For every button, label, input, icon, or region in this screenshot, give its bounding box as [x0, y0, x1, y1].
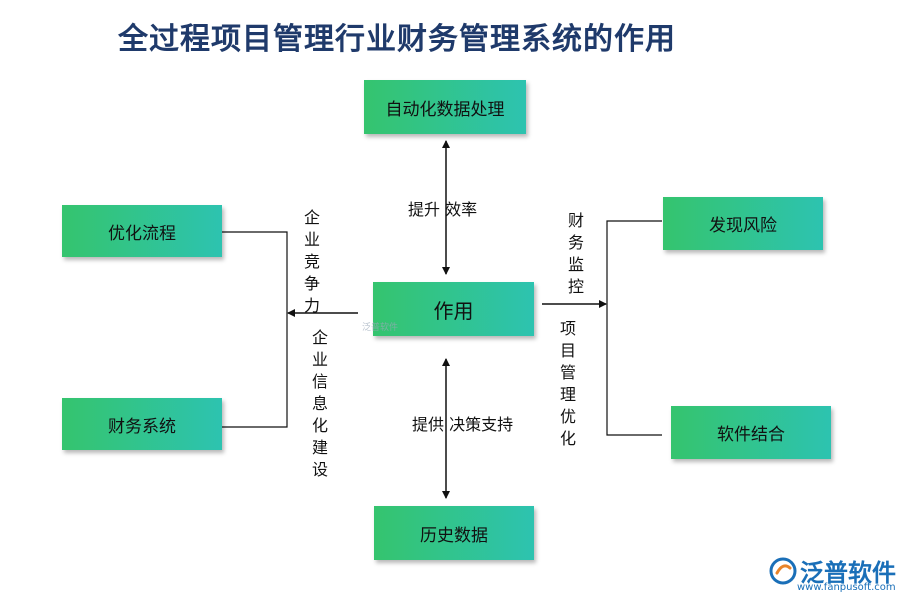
logo-url: www.fanpusoft.com	[797, 582, 896, 593]
fanpu-logo-icon	[769, 557, 797, 584]
label-finance-monitoring: 财务监控	[567, 211, 584, 296]
node-software-integration: 软件结合	[671, 406, 831, 459]
node-historical-data: 历史数据	[374, 506, 534, 560]
label-decision-support: 提供 决策支持	[412, 415, 514, 434]
brand-logo: 泛普软件	[768, 553, 896, 588]
watermark-small: 泛普软件	[362, 323, 399, 333]
label-project-management-optimization: 项目管理优化	[559, 319, 576, 448]
page-title: 全过程项目管理行业财务管理系统的作用	[118, 22, 676, 57]
node-discover-risk: 发现风险	[663, 197, 823, 250]
label-improve-efficiency: 提升 效率	[408, 200, 478, 219]
left-bracket	[222, 231, 288, 428]
logo-text: 泛普软件	[800, 559, 896, 587]
node-finance-system: 财务系统	[62, 398, 222, 450]
right-bracket	[606, 220, 662, 436]
node-automated-data-processing: 自动化数据处理	[364, 80, 526, 134]
label-enterprise-informatization: 企业信息化建设	[311, 328, 328, 479]
node-function-center: 作用	[373, 282, 534, 336]
node-optimize-process: 优化流程	[62, 205, 222, 257]
label-enterprise-competitiveness: 企业竞争力	[303, 208, 320, 315]
